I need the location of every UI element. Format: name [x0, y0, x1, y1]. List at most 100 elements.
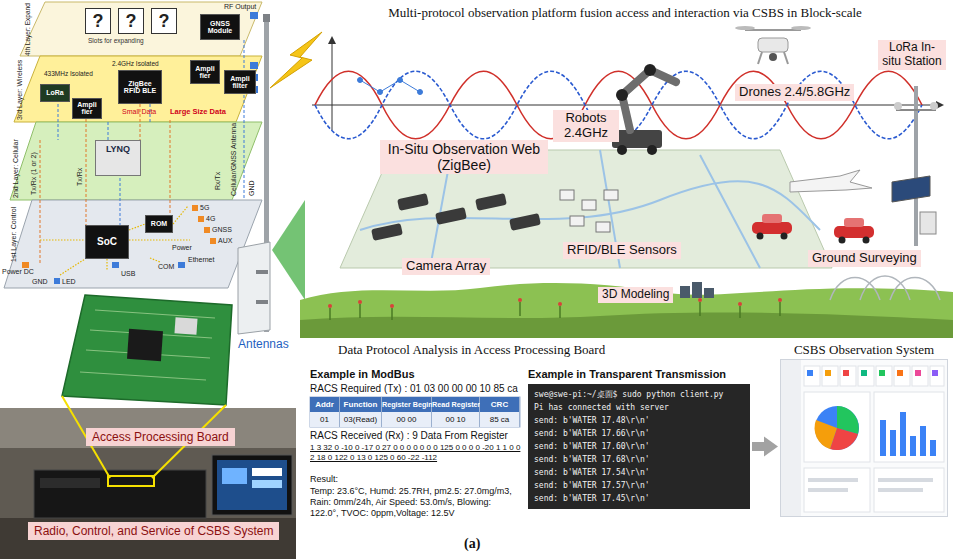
slot-note: Slots for expanding [88, 37, 144, 44]
section-heading: Data Protocol Analysis in Access Process… [338, 343, 605, 357]
chip-module: ZigBee RFID BLE [118, 70, 162, 104]
signal-label: Tx/Rx (1 or 2) [30, 152, 38, 195]
table-cell: 01 [310, 412, 340, 427]
pin-label: GND [248, 180, 256, 196]
node-text: Camera Array [406, 259, 486, 274]
chip-module: Ampli filter [224, 70, 256, 94]
node-text: send: b'WATER 17.48\r\n' [534, 414, 650, 427]
port-label: USB [121, 270, 135, 278]
port-label: 4G [206, 215, 215, 223]
node-text: SoC [97, 237, 117, 248]
photo-caption-box: Access Processing Board [86, 428, 235, 446]
table-cell: 00 00 [382, 412, 432, 427]
node-text: GNSS Module [203, 20, 237, 35]
table-header: Addr [310, 397, 340, 412]
cellular-module: LYNQ [95, 140, 141, 176]
arrow-shaft [752, 442, 766, 451]
port-label: GNSS [212, 226, 232, 234]
chip-module: ROM [145, 215, 173, 233]
table-header: Register Begin [382, 397, 432, 412]
signal-label: Tx/Rx [76, 168, 84, 186]
node-text: Ground Surveying [812, 251, 917, 266]
expansion-slot: ? [118, 8, 144, 34]
port-label: LED [62, 278, 76, 286]
layer-label: 3rd Layer: Wireless [16, 60, 24, 120]
node-text: ZigBee RFID BLE [121, 80, 159, 95]
table-cell: 85 ca [480, 412, 520, 427]
layer-label: 2nd Layer: Cellular [12, 139, 20, 198]
data-line: 1 3 32 0 -10 0 -17 0 27 0 0 0 0 0 0 0 12… [310, 443, 522, 463]
platform-label-box: In-Situ Observation Web (ZigBee) [380, 140, 548, 174]
node-text: ? [93, 11, 104, 32]
platform-label-box: LoRa In-situ Station [878, 40, 946, 70]
terminal-window: swe@swe-pi:~/桌面$ sudo python client.pyPi… [528, 384, 750, 509]
port-label: 5G [200, 204, 209, 212]
platform-label-box: 3D Modeling [598, 287, 673, 303]
table-cell: 03(Read) [340, 412, 382, 427]
antenna-label: Antennas [238, 338, 289, 351]
node-text: Robots 2.4GHz [557, 111, 615, 141]
node-text: Pi has connected with server [534, 401, 669, 414]
node-text: ? [126, 11, 137, 32]
table-header: Function [340, 397, 382, 412]
node-text: send: b'WATER 17.60\r\n' [534, 440, 650, 453]
dashboard-panel: CSBS Observation System [780, 342, 948, 517]
platform-label-box: Robots 2.4GHz [553, 110, 619, 142]
table-header: Read Register [432, 397, 480, 412]
band-label: 433MHz Isolated [44, 70, 93, 77]
node-text: LoRa In-situ Station [882, 41, 942, 69]
port-label: Power [172, 244, 192, 252]
photo-caption-box: Radio, Control, and Service of CSBS Syst… [28, 522, 279, 540]
node-text: Ampli filter [227, 75, 253, 90]
example-heading: Example in Transparent Transmission [528, 368, 726, 380]
port-label: RF Output [224, 3, 256, 11]
command-line: RACS Received (Rx) : 9 Data From Registe… [310, 430, 508, 441]
flow-arrow [752, 437, 778, 457]
platform-label-box: Drones 2.4/5.8GHz [735, 84, 854, 101]
table-header: CRC [480, 397, 520, 412]
chip-module: LoRa [40, 84, 70, 102]
node-text: send: b'WATER 17.57\r\n' [534, 479, 650, 492]
node-text: send: b'WATER 17.66\r\n' [534, 427, 650, 440]
platform-label-box: RFID/BLE Sensors [563, 242, 681, 259]
signal-label: Rx/Tx [214, 172, 222, 190]
node-text: Ampli fier [75, 101, 99, 116]
table-cell: 00 10 [432, 412, 480, 427]
layer-label: 4th Layer: Expand [24, 3, 31, 56]
result-heading: Result: [310, 475, 338, 485]
chip-module: GNSS Module [200, 14, 240, 40]
platform-label-box: Camera Array [402, 258, 490, 275]
node-text: send: b'WATER 17.45\r\n' [534, 492, 650, 505]
node-text: 3D Modeling [602, 288, 669, 302]
dashboard-frame [780, 359, 948, 517]
command-line: RACS Required (Tx) : 01 03 00 00 00 10 8… [310, 383, 518, 394]
example-heading: Example in ModBus [310, 368, 415, 380]
node-text: LYNQ [106, 144, 130, 154]
expansion-slot: ? [151, 8, 177, 34]
node-text: LoRa [46, 89, 64, 96]
node-text: send: b'WATER 17.54\r\n' [534, 466, 650, 479]
port-label: AUX [218, 237, 232, 245]
port-label: Ethernet [188, 256, 214, 264]
node-text: Radio, Control, and Service of CSBS Syst… [34, 524, 273, 538]
data-note: Small Data [122, 108, 156, 116]
result-text: Temp: 23.6°C, Humd: 25.7RH, pm2.5: 27.0m… [310, 486, 522, 519]
chip-module: SoC [85, 225, 129, 259]
data-note: Large Size Data [170, 108, 226, 116]
node-text: ROM [151, 220, 167, 227]
node-text: Ampli fier [193, 65, 217, 80]
panel-heading: CSBS Observation System [794, 342, 934, 358]
expansion-slot: ? [85, 8, 111, 34]
node-text: RFID/BLE Sensors [567, 243, 677, 258]
layer-label: 1st Layer: Control [10, 207, 18, 262]
antenna-label: Cellular/GNSS Antenna [230, 123, 238, 196]
node-text: Drones 2.4/5.8GHz [739, 85, 850, 100]
platform-label-box: Ground Surveying [808, 250, 921, 267]
node-text: ? [159, 11, 170, 32]
port-label: Power DC [2, 268, 34, 276]
node-text: swe@swe-pi:~/桌面$ sudo python client.py [534, 388, 723, 401]
band-label: 2.4GHz Isolated [112, 60, 159, 67]
port-label: COM [158, 263, 174, 271]
node-text: In-Situ Observation Web (ZigBee) [384, 141, 544, 173]
node-text: Access Processing Board [92, 430, 229, 444]
